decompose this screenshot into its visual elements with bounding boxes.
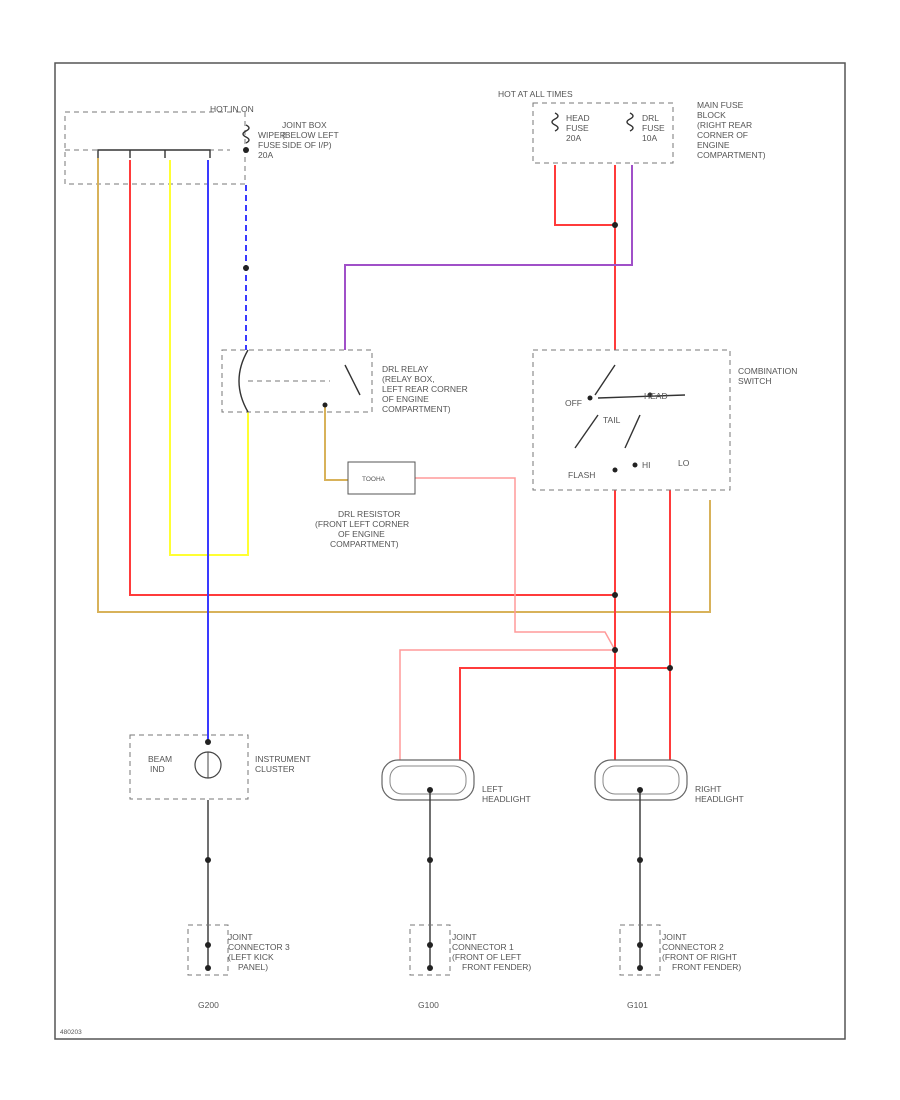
diagram-frame xyxy=(54,62,846,1040)
footer-id: 480203 xyxy=(60,1029,82,1036)
wire-violet xyxy=(344,165,633,350)
head-fuse-symbol xyxy=(551,112,559,132)
resistor-inner-label: TOOHA xyxy=(362,476,386,483)
switch-tail-label: TAIL xyxy=(603,415,621,425)
splice-dots xyxy=(205,147,673,971)
wire-red-headfuse xyxy=(554,165,615,226)
hot-at-all-times-label: HOT AT ALL TIMES xyxy=(498,89,573,99)
wiper-fuse-symbol xyxy=(242,124,250,144)
drl-fuse-symbol xyxy=(626,112,634,132)
switch-head-label: HEAD xyxy=(644,391,668,401)
ground-g100-label: G100 xyxy=(418,1000,439,1010)
switch-hi-label: HI xyxy=(642,460,651,470)
ground-g101-label: G101 xyxy=(627,1000,648,1010)
switch-lo-label: LO xyxy=(678,458,690,468)
wire-red-left xyxy=(129,160,615,596)
ground-g200-label: G200 xyxy=(198,1000,219,1010)
wire-tan xyxy=(97,158,711,613)
wire-pink xyxy=(399,477,617,760)
hot-on-label: HOT IN ON xyxy=(210,104,254,114)
wire-red-hi-cross xyxy=(459,667,670,760)
switch-off-label: OFF xyxy=(565,398,582,408)
switch-flash-label: FLASH xyxy=(568,470,595,480)
wire-resistor-lead xyxy=(324,405,348,481)
